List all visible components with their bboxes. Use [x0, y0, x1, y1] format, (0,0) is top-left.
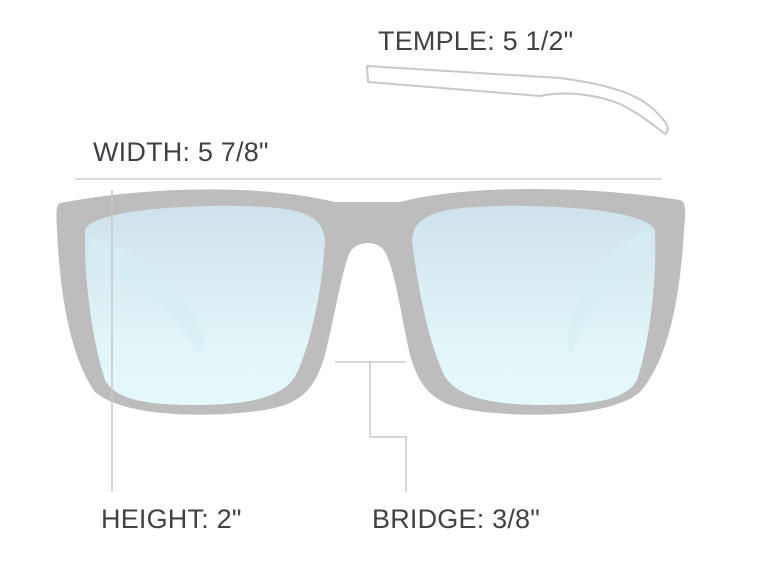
bridge-leader-line	[369, 362, 407, 492]
right-lens	[412, 205, 656, 405]
temple-label: TEMPLE: 5 1/2"	[378, 26, 574, 56]
bridge-label: BRIDGE: 3/8"	[372, 504, 541, 534]
height-label: HEIGHT: 2"	[101, 504, 242, 534]
temple-arm-outline	[366, 65, 669, 135]
left-lens	[84, 205, 325, 405]
left-lens-reflection	[88, 235, 205, 355]
width-label: WIDTH: 5 7/8"	[93, 137, 269, 167]
right-lens-reflection	[567, 228, 652, 355]
